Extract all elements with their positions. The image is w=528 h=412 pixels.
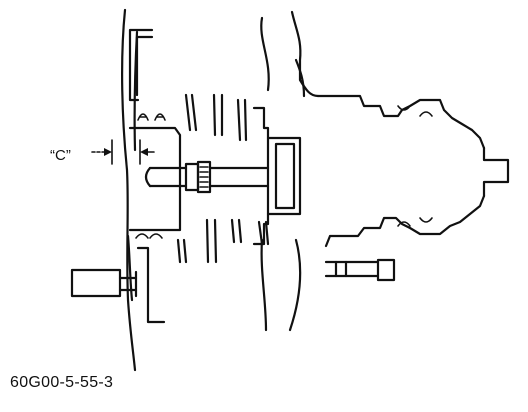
push-rod bbox=[144, 160, 270, 194]
upper-bracket bbox=[128, 28, 154, 102]
dimension-c: “C” bbox=[50, 139, 155, 165]
booster-body bbox=[260, 10, 510, 332]
right-lower-bolt bbox=[324, 258, 396, 282]
booster-flange bbox=[252, 106, 302, 246]
clip-symbols-upper bbox=[137, 113, 166, 121]
upper-bolts bbox=[184, 93, 248, 142]
lower-mount bbox=[70, 233, 166, 324]
dimension-c-label: “C” bbox=[50, 147, 71, 164]
lower-bolts bbox=[176, 218, 270, 264]
figure-code: 60G00-5-55-3 bbox=[10, 374, 114, 391]
mounting-plate bbox=[128, 126, 182, 232]
